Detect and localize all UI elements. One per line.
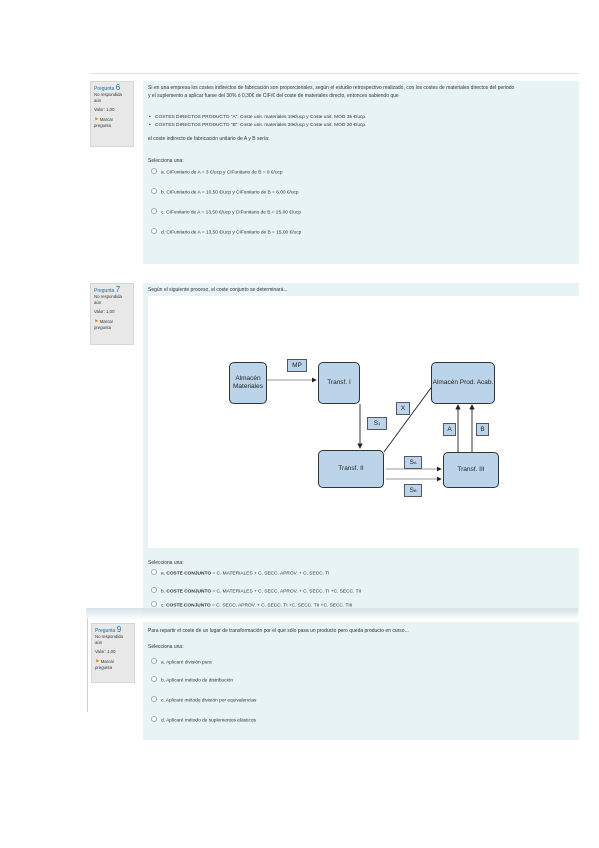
question-body-6: Si en una empresa los costes indirectos …	[143, 81, 579, 264]
radio-button[interactable]	[151, 716, 157, 722]
radio-button[interactable]	[151, 569, 157, 575]
label-x: X	[396, 402, 410, 415]
question-value: Valor: 1,00	[94, 107, 115, 112]
radio-button[interactable]	[151, 168, 157, 174]
list-item: COSTES DIRECTOS PRODUCTO "B": Coste unit…	[149, 122, 366, 129]
answer-option-a[interactable]: a. Aplicaré división pura	[151, 658, 212, 667]
select-label: Selecciona una:	[148, 158, 184, 164]
question-text: Para repartir el coste de un lugar de tr…	[148, 628, 409, 634]
radio-button[interactable]	[151, 228, 157, 234]
label-mp: MP	[287, 359, 307, 372]
flag-question-link[interactable]: ⚑ Marcar pregunta	[95, 659, 115, 670]
answer-option-b[interactable]: b. COSTE CONJUNTO = C. MATERIALES + C. S…	[151, 587, 361, 596]
radio-button[interactable]	[151, 587, 157, 593]
radio-button[interactable]	[151, 658, 157, 664]
label-b: B	[476, 423, 489, 436]
node-transf-2: Transf. II	[318, 450, 384, 488]
flag-icon: ⚑	[94, 117, 99, 123]
node-transf-3: Transf. III	[443, 452, 499, 488]
question-text: Si en una empresa los costes indirectos …	[148, 85, 515, 91]
answer-option-c[interactable]: c. Aplicaré método división por equivale…	[151, 696, 256, 705]
question-text: Según el siguiente proceso, el coste con…	[148, 287, 288, 293]
question-text: y el suplemento a aplicar fuese del 30% …	[148, 93, 399, 99]
process-diagram: Almacén Materiales Transf. I Transf. II …	[148, 296, 579, 548]
question-value: Valor: 1,00	[94, 309, 115, 314]
question-number-label: Pregunta 7	[94, 285, 121, 295]
flag-question-link[interactable]: ⚑ Marcar pregunta	[94, 117, 114, 128]
question-info-7: Pregunta 7 No respondida aún Valor: 1,00…	[90, 283, 134, 345]
question-status: No respondida aún	[95, 634, 123, 645]
answer-option-d[interactable]: d. CIFunitario de A = 13,50 €/ucp y CIFu…	[151, 228, 301, 237]
radio-button[interactable]	[151, 696, 157, 702]
page-edge-line	[87, 618, 88, 712]
node-almacen-materiales: Almacén Materiales	[229, 362, 267, 404]
answer-option-a[interactable]: a. CIFunitario de A = 3 €/ucp y CIFunita…	[151, 168, 283, 177]
top-divider	[90, 73, 579, 74]
question-info-6: Pregunta 6 No respondida aún Valor: 1,00…	[90, 81, 134, 147]
node-transf-1: Transf. I	[318, 362, 360, 404]
select-label: Selecciona una:	[148, 560, 184, 566]
answer-option-b[interactable]: b. CIFunitario de A = 10,50 €/ucp y CIFu…	[151, 188, 299, 197]
answer-option-b[interactable]: b. Aplicaré método de distribución	[151, 676, 233, 685]
question-value: Valor: 1,00	[95, 649, 116, 654]
answer-option-d[interactable]: d. Aplicaré método de suplementos elásti…	[151, 716, 256, 725]
answer-option-c[interactable]: c. CIFunitario de A = 13,50 €/ucp y CIFu…	[151, 208, 301, 217]
diagram-arrows	[267, 365, 475, 482]
radio-button[interactable]	[151, 208, 157, 214]
question-body-9: Para repartir el coste de un lugar de tr…	[143, 622, 579, 740]
answer-option-c[interactable]: c. COSTE CONJUNTO = C. SECC. APROV. + C.…	[151, 601, 352, 610]
node-almacen-producto-acabado: Almacén Prod. Acab.	[431, 362, 495, 404]
question-text: el coste indirecto de fabricación unitar…	[148, 136, 270, 142]
question-info-9: Pregunta 9 No respondida aún Valor: 1,00…	[91, 623, 135, 683]
flag-icon: ⚑	[94, 319, 99, 325]
flag-icon: ⚑	[95, 659, 100, 665]
select-label: Selecciona una:	[148, 644, 184, 650]
list-item: COSTES DIRECTOS PRODUCTO "A": Coste unit…	[149, 114, 366, 121]
radio-button[interactable]	[151, 676, 157, 682]
question-status: No respondida aún	[94, 92, 122, 103]
radio-button[interactable]	[151, 601, 157, 607]
page-fold-shadow	[86, 608, 578, 620]
label-a: A	[443, 423, 456, 436]
question-number-label: Pregunta 6	[94, 83, 121, 93]
flag-question-link[interactable]: ⚑ Marcar pregunta	[94, 319, 114, 330]
question-number-label: Pregunta 9	[95, 625, 122, 635]
radio-button[interactable]	[151, 188, 157, 194]
question-status: No respondida aún	[94, 294, 122, 305]
answer-option-a[interactable]: a. COSTE CONJUNTO = C. MATERIALES + C. S…	[151, 569, 329, 578]
